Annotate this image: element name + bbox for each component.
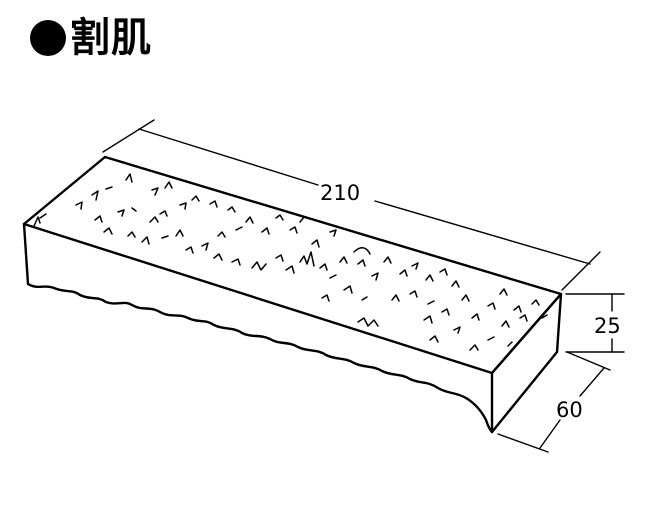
brick-top-face <box>22 155 563 375</box>
width-label: 60 <box>556 398 583 422</box>
brick-left-edge <box>22 222 30 286</box>
length-dimension-line-left <box>138 128 319 186</box>
length-label: 210 <box>320 181 360 205</box>
dimension-lines <box>102 119 625 453</box>
page-title: 割肌 <box>30 18 152 58</box>
length-extension-left <box>102 119 155 153</box>
width-dimension-line-bottom <box>539 419 561 449</box>
length-dimension-line-right <box>374 200 591 265</box>
width-extension-bottom <box>497 433 549 453</box>
brick-broken-edge <box>26 282 494 434</box>
split-texture <box>33 173 548 351</box>
width-dimension-line-top <box>579 367 605 397</box>
height-label: 25 <box>594 314 621 338</box>
length-extension-right <box>561 251 601 291</box>
title-text: 割肌 <box>70 15 152 61</box>
width-extension-top <box>566 351 611 371</box>
bullet-icon <box>30 20 66 56</box>
